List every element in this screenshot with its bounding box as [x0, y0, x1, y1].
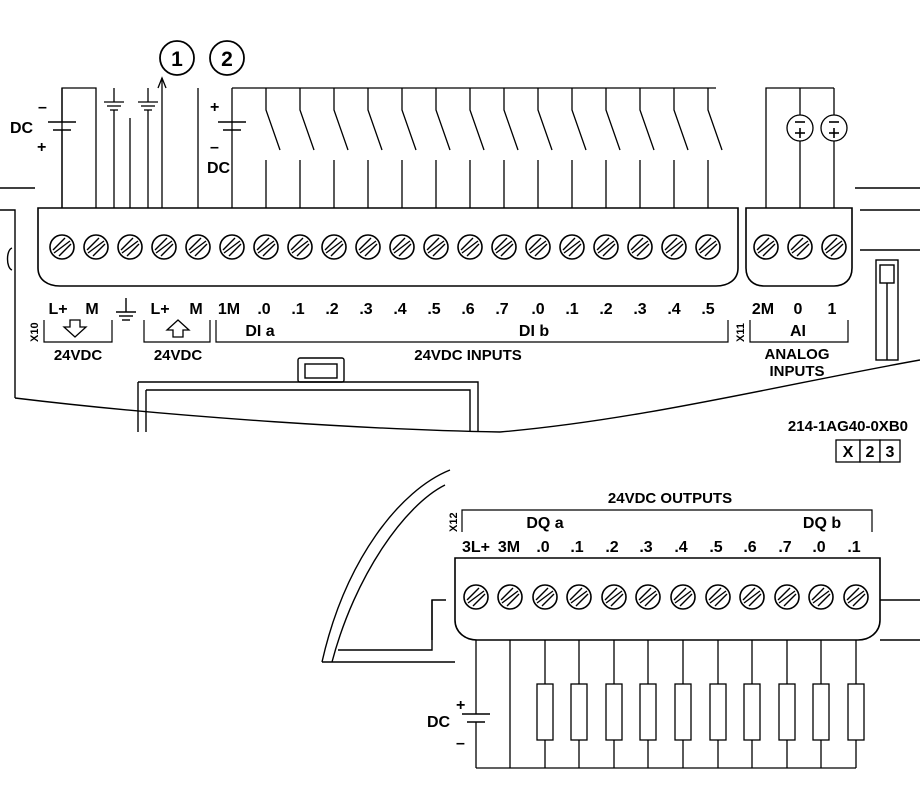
svg-text:.4: .4	[393, 301, 406, 318]
svg-text:.5: .5	[427, 301, 440, 318]
svg-text:.7: .7	[778, 539, 791, 556]
svg-text:+: +	[210, 99, 219, 116]
svg-text:+: +	[37, 139, 46, 156]
svg-text:.6: .6	[743, 539, 756, 556]
svg-text:.0: .0	[257, 301, 270, 318]
svg-text:–: –	[456, 735, 465, 752]
svg-text:M: M	[85, 301, 98, 318]
connector-x10: X10	[29, 322, 41, 342]
supply-out-arrow-icon	[165, 319, 191, 338]
supply-in-caption: 24VDC	[54, 347, 103, 364]
svg-text:0: 0	[794, 301, 803, 318]
svg-text:.2: .2	[605, 539, 618, 556]
svg-text:L+: L+	[150, 301, 169, 318]
ai-section-line1: ANALOG	[765, 346, 830, 363]
di-group-a: DI a	[245, 323, 274, 340]
svg-text:3: 3	[886, 444, 895, 461]
svg-text:L+: L+	[48, 301, 67, 318]
svg-text:3L+: 3L+	[462, 539, 490, 556]
bottom-module-housing	[321, 469, 920, 663]
svg-text:.0: .0	[531, 301, 544, 318]
svg-text:.0: .0	[536, 539, 549, 556]
ai-terminal-labels: 2M 0 1	[752, 301, 837, 318]
svg-text:.5: .5	[709, 539, 722, 556]
svg-text:.4: .4	[667, 301, 680, 318]
dq-group-b: DQ b	[803, 515, 841, 532]
svg-text:2M: 2M	[752, 301, 774, 318]
supply-terminal-labels: L+ M L+ M	[48, 301, 202, 318]
di-section-title: 24VDC INPUTS	[414, 347, 522, 364]
dq-terminal-labels: 3L+ 3M .0 .1 .2 .3 .4 .5 .6 .7 .0 .1	[462, 539, 861, 556]
svg-text:DC: DC	[207, 160, 231, 177]
svg-text:1: 1	[828, 301, 837, 318]
svg-text:.2: .2	[599, 301, 612, 318]
svg-text:.2: .2	[325, 301, 338, 318]
bottom-wiring	[462, 640, 865, 769]
version-boxes: X 2 3	[835, 439, 901, 463]
top-module-housing	[0, 187, 920, 433]
dc-supply-output-label: DC + –	[427, 697, 465, 752]
svg-text:.5: .5	[701, 301, 714, 318]
svg-text:DC: DC	[10, 120, 34, 137]
svg-text:.0: .0	[812, 539, 825, 556]
connector-x12: X12	[448, 512, 460, 532]
top-wiring	[48, 76, 848, 208]
ai-screws	[753, 234, 847, 260]
top-brackets	[43, 320, 849, 343]
svg-text:–: –	[38, 99, 47, 116]
svg-text:2: 2	[866, 444, 875, 461]
svg-text:.1: .1	[570, 539, 583, 556]
svg-text:.3: .3	[633, 301, 646, 318]
svg-text:.1: .1	[847, 539, 860, 556]
svg-text:1M: 1M	[218, 301, 240, 318]
svg-text:2: 2	[221, 48, 233, 71]
svg-text:–: –	[210, 139, 219, 156]
svg-text:M: M	[189, 301, 202, 318]
dq-terminal-block	[454, 557, 881, 641]
dq-bracket	[461, 509, 873, 532]
supply-in-arrow-icon	[62, 319, 88, 338]
dc-supply-left-label: DC – +	[10, 99, 47, 156]
analog-source-signs	[795, 121, 839, 138]
svg-text:.6: .6	[461, 301, 474, 318]
callout-1: 1	[159, 40, 195, 76]
dc-supply-input-label: + – DC	[207, 99, 231, 177]
callout-2: 2	[209, 40, 245, 76]
ai-group: AI	[790, 323, 806, 340]
svg-text:DC: DC	[427, 714, 451, 731]
order-number: 214-1AG40-0XB0	[788, 418, 908, 435]
dq-group-a: DQ a	[526, 515, 563, 532]
svg-text:X: X	[843, 444, 854, 461]
svg-text:.3: .3	[639, 539, 652, 556]
svg-text:.1: .1	[565, 301, 578, 318]
di-group-b: DI b	[519, 323, 549, 340]
svg-text:.4: .4	[674, 539, 687, 556]
svg-text:.1: .1	[291, 301, 304, 318]
connector-x11: X11	[735, 323, 747, 342]
di-terminal-block	[37, 207, 739, 287]
di-terminal-labels: 1M .0 .1 .2 .3 .4 .5 .6 .7 .0 .1 .2 .3 .…	[218, 301, 715, 318]
ai-section-line2: INPUTS	[769, 363, 824, 380]
dq-section-title: 24VDC OUTPUTS	[608, 490, 732, 507]
svg-text:.3: .3	[359, 301, 372, 318]
supply-out-caption: 24VDC	[154, 347, 203, 364]
svg-text:1: 1	[171, 48, 183, 71]
svg-text:.7: .7	[495, 301, 508, 318]
ground-symbol	[116, 298, 136, 321]
svg-text:+: +	[456, 697, 465, 714]
svg-text:3M: 3M	[498, 539, 520, 556]
